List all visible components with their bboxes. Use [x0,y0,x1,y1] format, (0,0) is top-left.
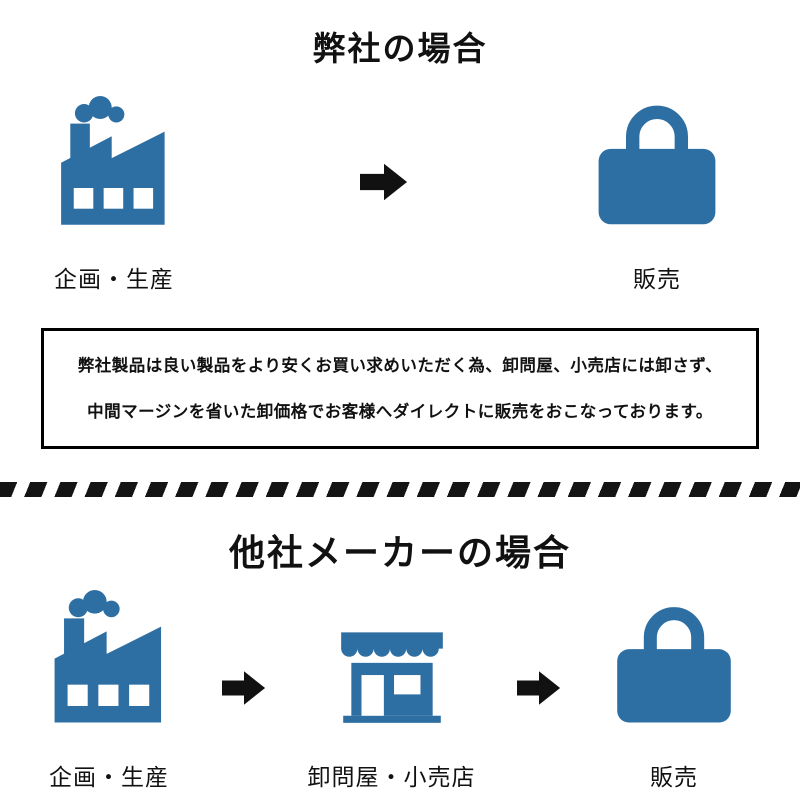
shopping-bag-icon [617,606,731,723]
right-arrow-icon [221,670,265,705]
step-planning-production-2: 企画・生産 [38,589,180,792]
factory-icon [61,96,165,225]
top-section-title: 弊社の場合 [312,30,488,67]
step-wholesaler-retailer: 卸問屋・小売店 [308,610,476,792]
factory-icon [54,589,162,723]
bottom-flow-row: 企画・生産 [0,576,800,792]
note-box: 弊社製品は良い製品をより安くお買い求めいただく為、卸問屋、小売店には卸さず、 中… [41,328,759,449]
sales-label-2: 販売 [650,763,698,790]
striped-divider [0,480,800,498]
wholesaler-retailer-label: 卸問屋・小売店 [307,763,476,790]
factory-label: 企画・生産 [54,266,174,292]
right-arrow-icon [359,163,407,201]
step-planning-production: 企画・生産 [45,96,183,294]
sales-label: 販売 [633,266,681,292]
bottom-section-title: 他社メーカーの場合 [228,531,571,573]
bottom-section: 他社メーカーの場合 企画 [0,524,800,792]
top-section: 弊社の場合 企画・生産 [0,22,800,449]
step-sales: 販売 [584,88,730,294]
storefront-icon [340,631,443,723]
factory-label-2: 企画・生産 [49,763,169,790]
shopping-bag-icon [598,105,716,225]
note-line-2: 中間マージンを省いた卸価格でお客様へダイレクトに販売をおこなっております。 [87,403,713,422]
note-line-1: 弊社製品は良い製品をより安くお買い求めいただく為、卸問屋、小売店には卸さず、 [77,357,723,375]
right-arrow-icon [517,670,561,705]
step-sales-2: 販売 [603,590,745,792]
top-flow-row: 企画・生産 販売 [0,70,800,294]
